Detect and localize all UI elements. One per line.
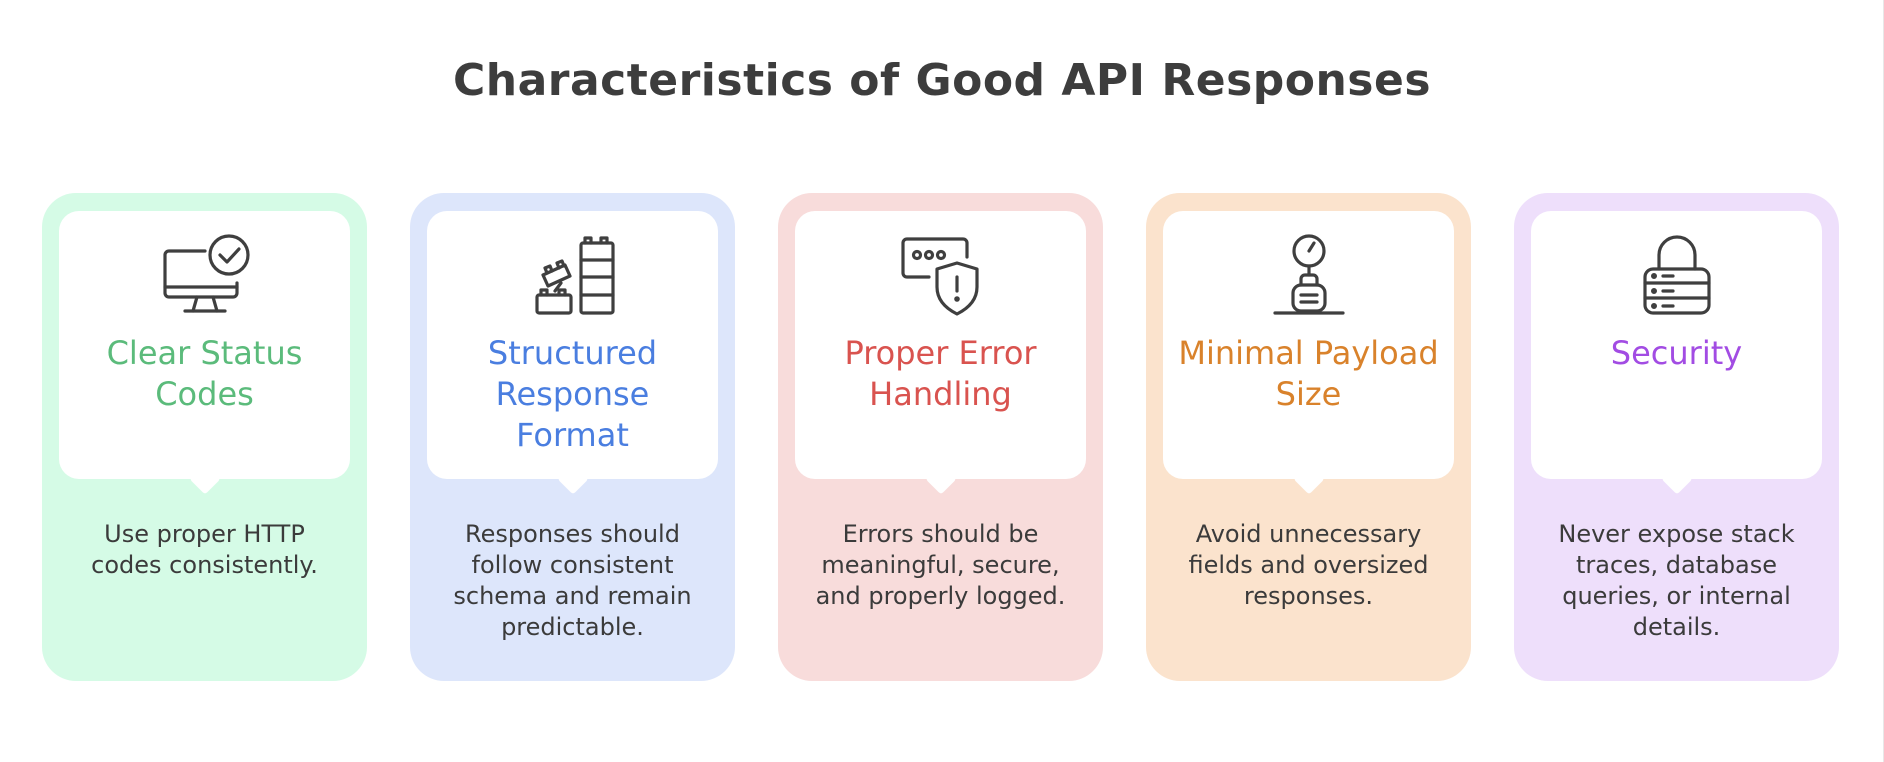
weighing-scale-icon: [1261, 231, 1357, 319]
error-shield-icon: [893, 231, 989, 319]
card-description: Avoid unnecessary fields and oversized r…: [1188, 520, 1429, 610]
card-header-box: Security: [1531, 211, 1822, 495]
card-clear-status-codes: Clear Status Codes Use proper HTTP codes…: [42, 193, 367, 681]
card-header-box: Clear Status Codes: [59, 211, 350, 495]
card-title: Minimal Payload Size: [1178, 334, 1439, 413]
card-structured-response-format: Structured Response Format Responses sho…: [410, 193, 735, 681]
callout-pointer: [1661, 463, 1693, 495]
lock-database-icon: [1629, 231, 1725, 319]
card-title: Clear Status Codes: [106, 334, 303, 413]
callout-pointer: [1293, 463, 1325, 495]
card-security: Security Never expose stack traces, data…: [1514, 193, 1839, 681]
callout-pointer: [189, 463, 221, 495]
card-header-box: Structured Response Format: [427, 211, 718, 495]
building-blocks-icon: [525, 231, 621, 319]
card-header-box: Proper Error Handling: [795, 211, 1086, 495]
page-title: Characteristics of Good API Responses: [452, 55, 1432, 106]
card-title: Structured Response Format: [487, 334, 658, 454]
card-header-box: Minimal Payload Size: [1163, 211, 1454, 495]
callout-pointer: [557, 463, 589, 495]
card-description: Use proper HTTP codes consistently.: [91, 520, 318, 579]
card-description: Never expose stack traces, database quer…: [1558, 520, 1795, 641]
card-minimal-payload-size: Minimal Payload Size Avoid unnecessary f…: [1146, 193, 1471, 681]
card-description: Errors should be meaningful, secure, and…: [815, 520, 1066, 610]
card-title: Proper Error Handling: [844, 334, 1037, 413]
card-description: Responses should follow consistent schem…: [453, 520, 692, 641]
callout-pointer: [925, 463, 957, 495]
card-proper-error-handling: Proper Error Handling Errors should be m…: [778, 193, 1103, 681]
card-title: Security: [1610, 334, 1743, 372]
monitor-check-icon: [157, 231, 253, 319]
